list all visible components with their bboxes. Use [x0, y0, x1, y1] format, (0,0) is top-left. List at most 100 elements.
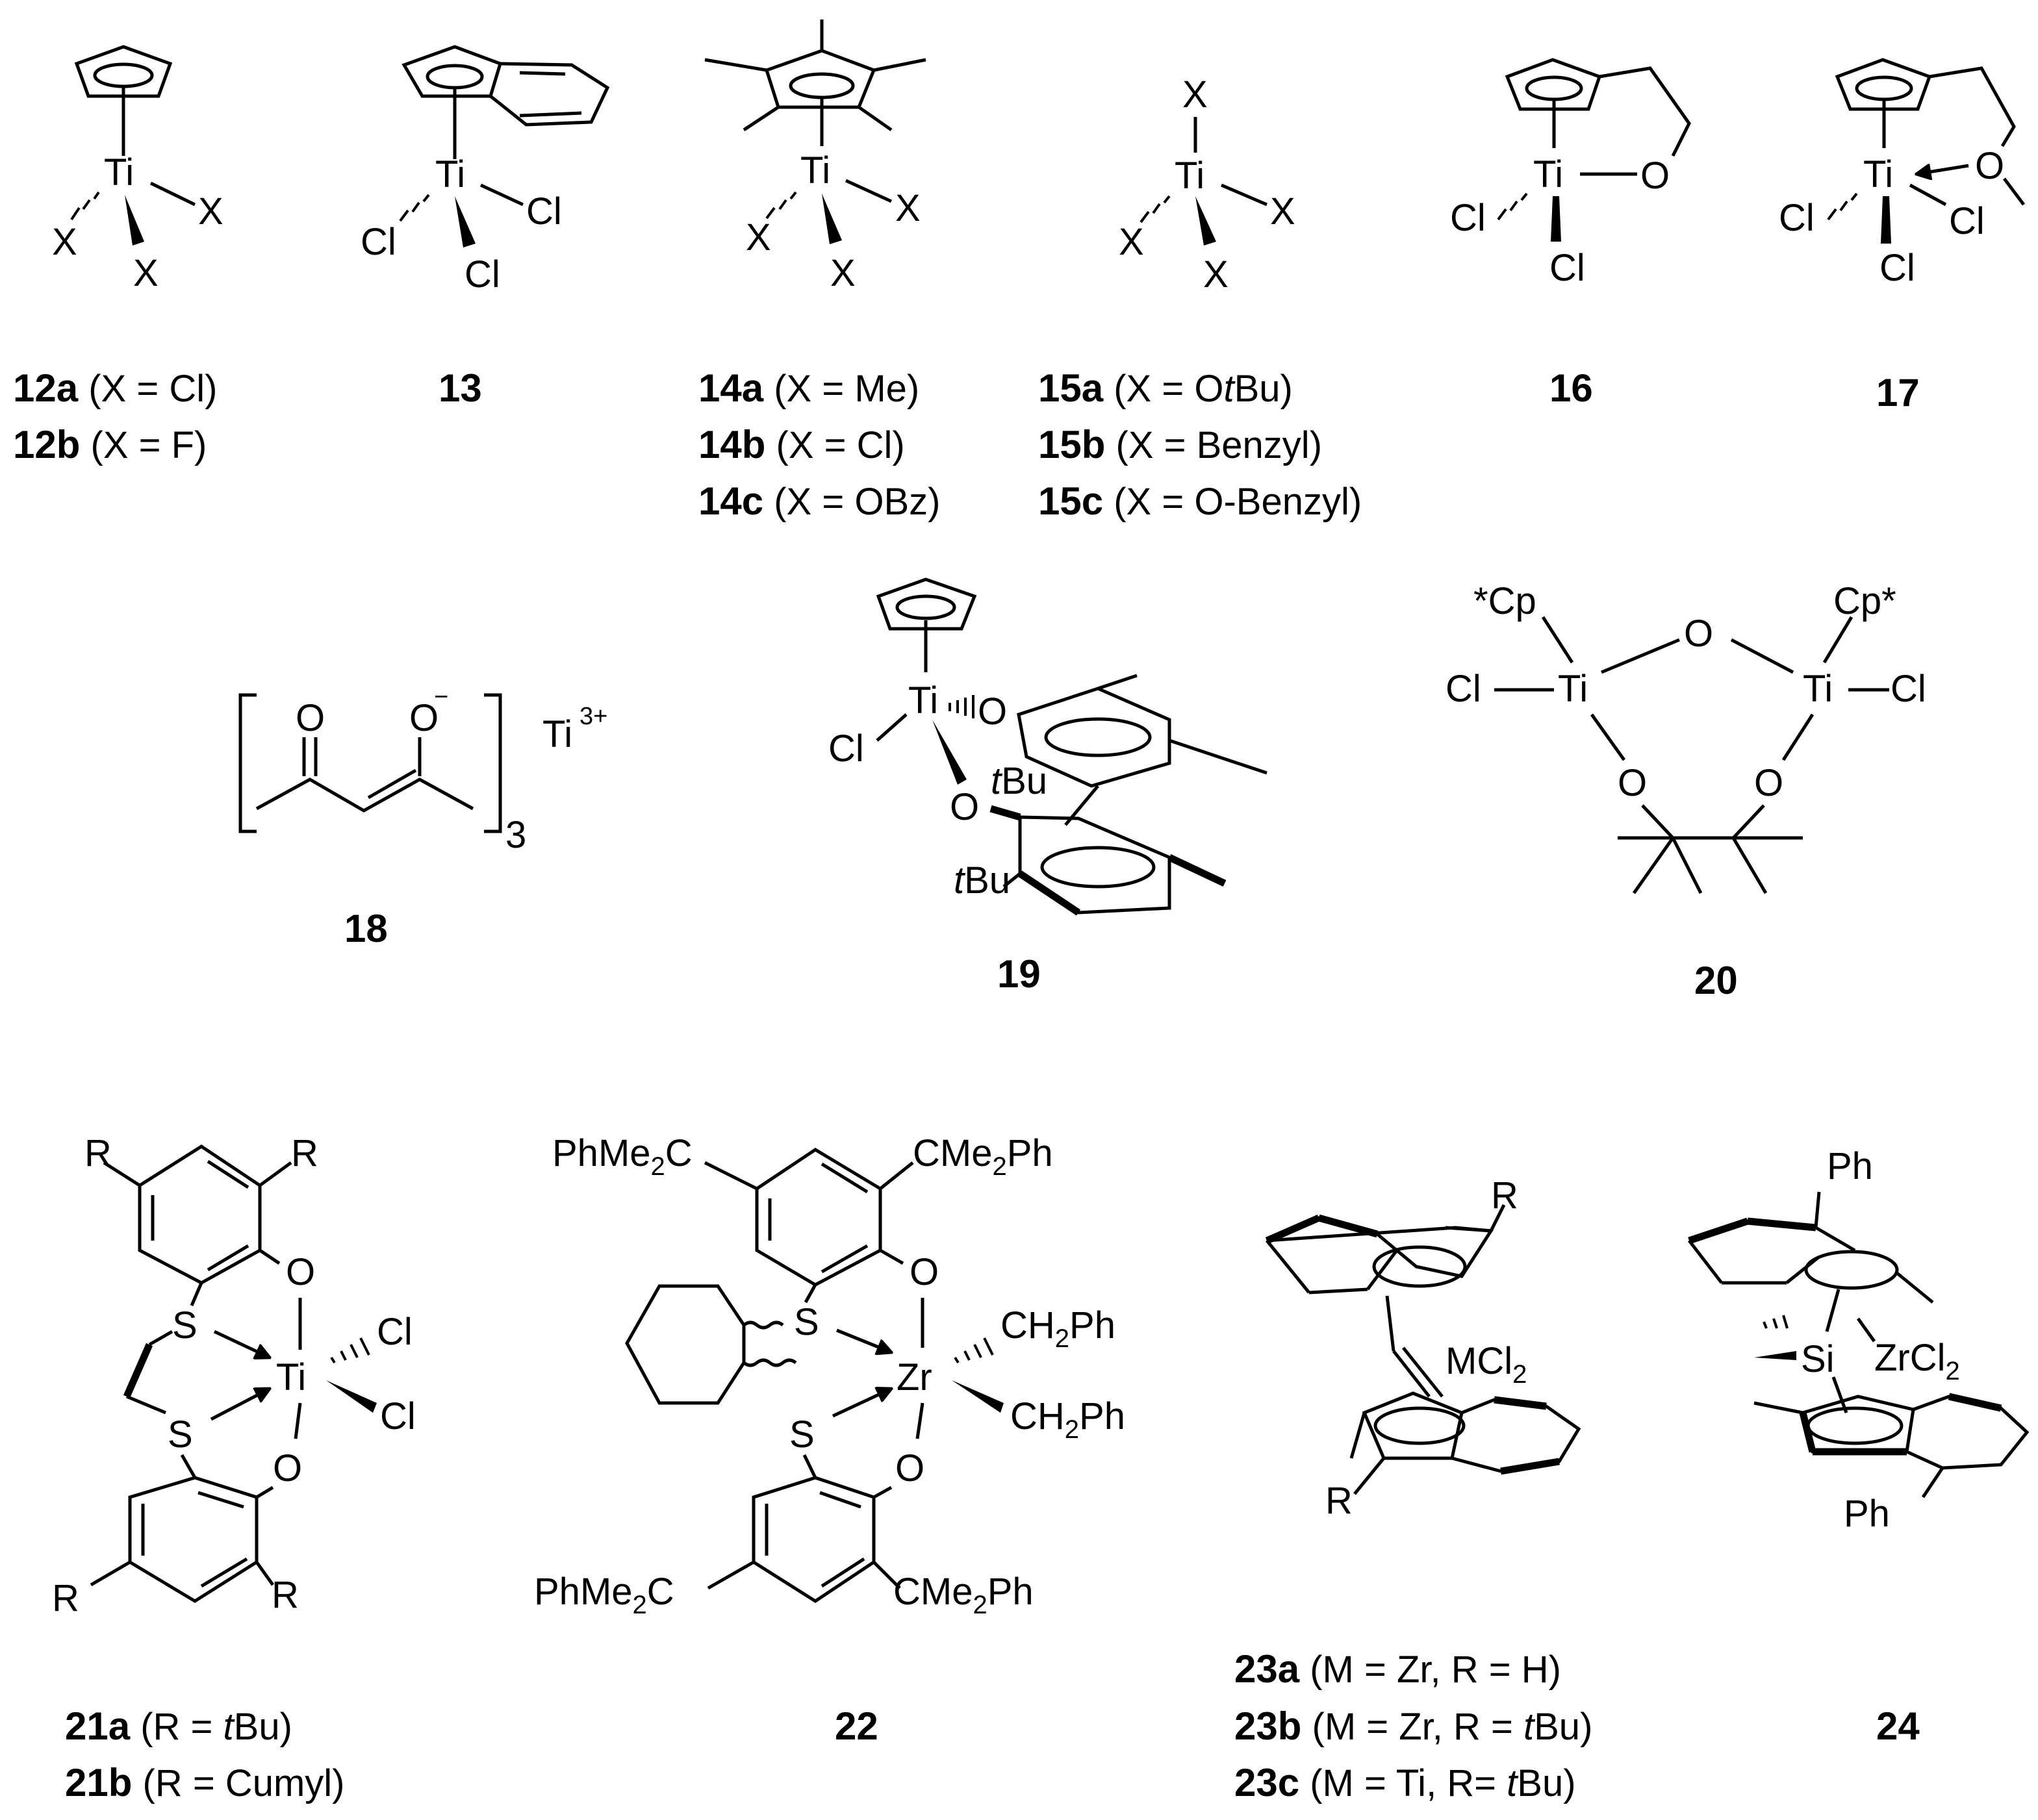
label-16: 16	[1549, 366, 1593, 410]
svg-text:Cl: Cl	[465, 253, 500, 296]
svg-text:23b (M = Zr, R = tBu): 23b (M = Zr, R = tBu)	[1234, 1704, 1592, 1748]
svg-text:PhMe2C: PhMe2C	[552, 1132, 693, 1181]
svg-text:14b (X = Cl): 14b (X = Cl)	[698, 423, 905, 466]
svg-text:Zr: Zr	[897, 1356, 932, 1398]
svg-text:X: X	[746, 216, 771, 259]
compound-24: Ph Si ZrCl2 Ph	[1688, 1145, 2030, 1535]
svg-text:R: R	[1325, 1480, 1353, 1522]
label-23c: 23c	[1234, 1761, 1299, 1804]
label-14c: 14c	[698, 479, 763, 523]
svg-text:CMe2Ph: CMe2Ph	[893, 1571, 1034, 1619]
svg-text:O: O	[1684, 613, 1713, 655]
svg-text:Cl: Cl	[380, 1395, 416, 1437]
svg-text:Cl: Cl	[1549, 247, 1585, 289]
svg-text:21b (R = Cumyl): 21b (R = Cumyl)	[65, 1761, 344, 1804]
svg-text:Si: Si	[1801, 1338, 1835, 1380]
compound-17: O Ti Cl Cl Cl	[1779, 58, 2025, 289]
svg-text:22: 22	[835, 1704, 878, 1748]
svg-text:21a (R = tBu): 21a (R = tBu)	[65, 1704, 292, 1748]
svg-text:Ph: Ph	[1844, 1493, 1890, 1535]
label-12a: 12a	[13, 366, 79, 410]
label-22: 22	[835, 1704, 878, 1748]
svg-text:X: X	[1119, 221, 1144, 263]
svg-text:Cp*: Cp*	[1833, 580, 1896, 622]
compound-22: PhMe2C CMe2Ph O S S Zr CH2Ph CH2Ph O Ph	[534, 1132, 1125, 1619]
svg-text:Ti: Ti	[104, 151, 134, 194]
svg-text:12b (X = F): 12b (X = F)	[13, 423, 207, 466]
svg-text:Cl: Cl	[1879, 247, 1915, 289]
svg-text:Ti: Ti	[1863, 153, 1893, 196]
svg-text:Ti: Ti	[1803, 668, 1833, 710]
svg-text:O: O	[1618, 762, 1647, 804]
svg-text:14a (X = Me): 14a (X = Me)	[698, 366, 919, 410]
svg-text:CMe2Ph: CMe2Ph	[913, 1132, 1053, 1181]
svg-text:S: S	[794, 1301, 819, 1343]
svg-text:15a (X = OtBu): 15a (X = OtBu)	[1038, 366, 1293, 410]
svg-text:PhMe2C: PhMe2C	[534, 1571, 674, 1619]
compound-13: Ti Cl Cl Cl	[361, 45, 610, 296]
label-23b: 23b	[1234, 1704, 1301, 1748]
svg-text:Cl: Cl	[1949, 200, 1985, 242]
svg-text:3+: 3+	[580, 703, 607, 730]
svg-text:13: 13	[439, 366, 482, 410]
compound-14: Ti X X X	[704, 19, 926, 294]
svg-text:S: S	[789, 1413, 815, 1456]
svg-text:O: O	[1975, 145, 2004, 187]
label-13: 13	[439, 366, 482, 410]
svg-text:Ti: Ti	[435, 153, 465, 196]
svg-text:S: S	[168, 1413, 193, 1456]
compound-23: R MCl2 R	[1265, 1174, 1581, 1522]
svg-text:S: S	[172, 1304, 197, 1346]
svg-text:O: O	[910, 1251, 939, 1293]
svg-text:CH2Ph: CH2Ph	[1000, 1304, 1115, 1353]
svg-text:X: X	[830, 252, 856, 294]
compound-18: O O − 3 Ti 3+	[238, 683, 607, 856]
compound-15: X Ti X X X	[1119, 73, 1295, 296]
label-24: 24	[1876, 1704, 1920, 1748]
svg-text:16: 16	[1549, 366, 1593, 410]
svg-text:R: R	[272, 1574, 299, 1616]
svg-text:O: O	[286, 1251, 315, 1293]
svg-text:Ti: Ti	[1558, 668, 1588, 710]
svg-text:ZrCl2: ZrCl2	[1874, 1337, 1960, 1385]
label-12b: 12b	[13, 423, 80, 466]
svg-text:X: X	[133, 252, 159, 294]
svg-text:X: X	[1203, 253, 1229, 296]
svg-text:12a (X = Cl): 12a (X = Cl)	[13, 366, 217, 410]
compound-21: R R O S S Ti Cl Cl O R R	[52, 1132, 416, 1619]
svg-text:Ti: Ti	[800, 149, 830, 192]
svg-text:Cl: Cl	[1779, 197, 1815, 239]
svg-text:14c (X = OBz): 14c (X = OBz)	[698, 479, 940, 523]
svg-text:Ti: Ti	[1533, 153, 1563, 196]
svg-text:X: X	[895, 187, 921, 229]
svg-text:tBu: tBu	[954, 859, 1010, 902]
svg-text:Ph: Ph	[1827, 1145, 1873, 1187]
svg-text:Ti: Ti	[542, 713, 572, 755]
svg-text:Ti: Ti	[276, 1356, 306, 1398]
svg-text:O: O	[296, 697, 325, 739]
label-15a: 15a	[1038, 366, 1104, 410]
label-18: 18	[344, 907, 388, 950]
svg-text:X: X	[1270, 190, 1295, 233]
svg-text:19: 19	[997, 952, 1041, 996]
svg-text:15b (X = Benzyl): 15b (X = Benzyl)	[1038, 423, 1322, 466]
svg-text:O: O	[978, 690, 1007, 733]
svg-text:18: 18	[344, 907, 388, 950]
svg-text:X: X	[52, 221, 77, 263]
compound-16: Ti O Cl Cl	[1450, 58, 1691, 289]
svg-text:Cl: Cl	[377, 1311, 413, 1353]
label-21b: 21b	[65, 1761, 132, 1804]
label-20: 20	[1694, 959, 1738, 1002]
svg-text:−: −	[434, 683, 448, 711]
compound-19: Ti O Cl O tBu tBu	[828, 577, 1267, 916]
svg-text:Ti: Ti	[1175, 155, 1204, 197]
svg-text:CH2Ph: CH2Ph	[1010, 1395, 1125, 1444]
compound-12: Ti X X X	[52, 45, 223, 294]
svg-text:R: R	[84, 1132, 112, 1174]
svg-text:3: 3	[505, 814, 526, 856]
label-15b: 15b	[1038, 423, 1105, 466]
svg-text:O: O	[1754, 762, 1783, 804]
svg-text:R: R	[291, 1132, 318, 1174]
svg-text:X: X	[198, 190, 223, 233]
